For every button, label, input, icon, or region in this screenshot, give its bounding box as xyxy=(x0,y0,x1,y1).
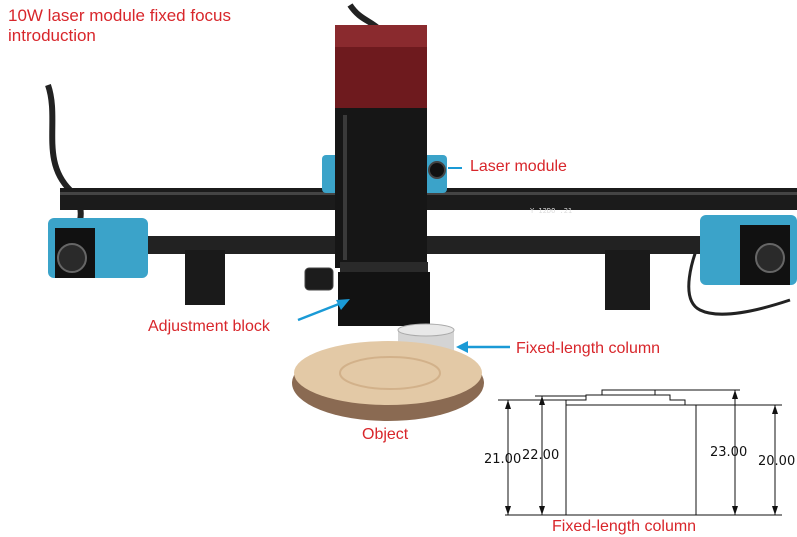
label-adjustment-block: Adjustment block xyxy=(148,318,270,335)
right-cable xyxy=(687,229,791,316)
left-leg xyxy=(185,250,225,305)
adjustment-block-shape xyxy=(338,272,430,326)
wood-face xyxy=(294,341,482,405)
dimension-20: 20.00 xyxy=(758,454,796,469)
x-rail-bottom xyxy=(90,236,797,254)
rail-highlight xyxy=(60,192,797,195)
dimension-arrowheads xyxy=(505,390,778,515)
diagram-caption: Fixed-length column xyxy=(552,518,697,535)
arrow-adjustment-block xyxy=(297,299,350,322)
wood-ring xyxy=(339,356,441,390)
left-wheel xyxy=(57,243,87,273)
module-lid-top xyxy=(335,25,427,47)
dimension-22: 22.00 xyxy=(522,448,560,463)
adjustment-knob xyxy=(304,267,334,291)
right-wheel xyxy=(755,243,785,273)
rail-print: Y 12DO .21 xyxy=(530,207,572,215)
right-leg xyxy=(605,250,650,310)
arrow-fixed-length-column xyxy=(456,341,510,353)
module-body xyxy=(335,108,427,268)
label-laser-module: Laser module xyxy=(470,158,567,175)
power-port xyxy=(428,161,446,179)
column-dimension-drawing xyxy=(498,389,782,516)
label-object: Object xyxy=(362,426,409,443)
page-title: 10W laser module fixed focus introductio… xyxy=(8,6,231,45)
label-fixed-length-column: Fixed-length column xyxy=(516,340,661,357)
column-top xyxy=(397,323,455,337)
dimension-21: 21.00 xyxy=(484,452,522,467)
dimension-23: 23.00 xyxy=(710,445,748,460)
